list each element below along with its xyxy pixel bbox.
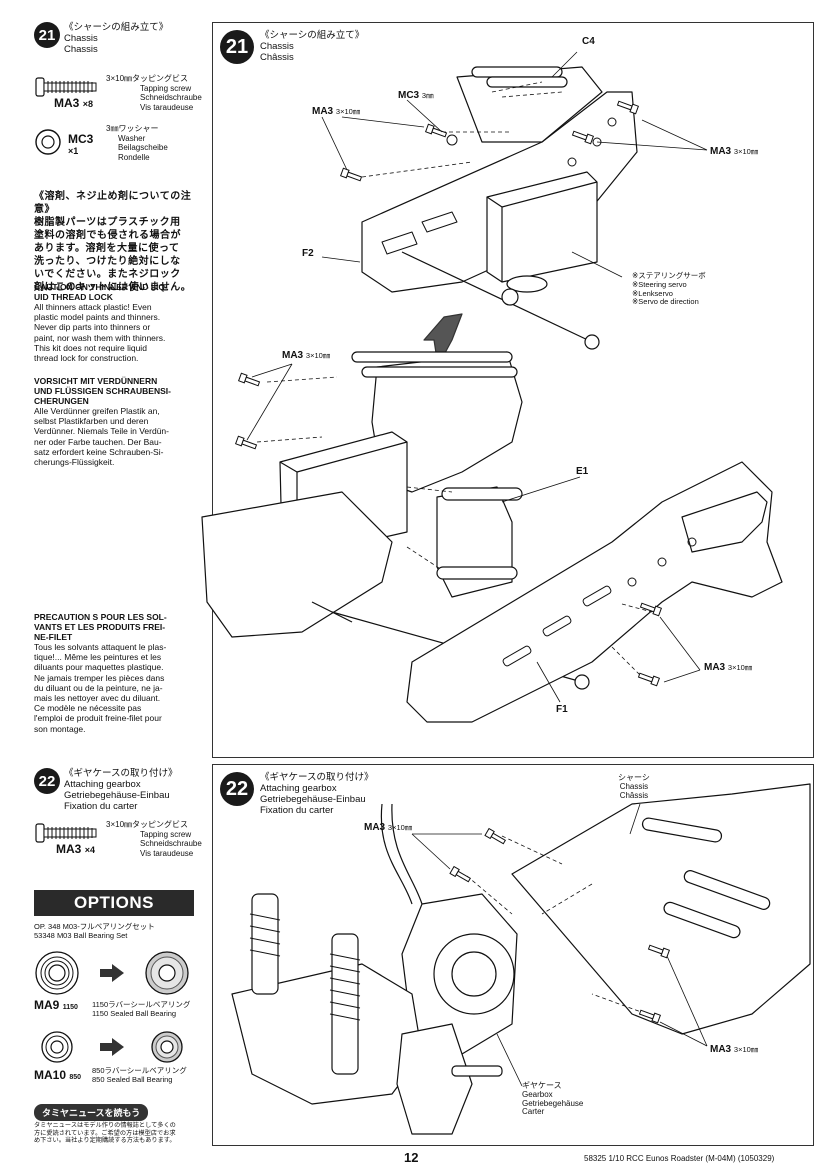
options-heading: OPTIONS [34,890,194,916]
gearbox-assembly-illustration [231,783,811,1135]
news-tag: タミヤニュースを読もう [34,1104,149,1121]
warning-en: CAUTION ON THINNER AND LIQ- UID THREAD L… [34,282,168,364]
label-c4: C4 [582,36,595,47]
part-mc3-qty: ×1 [68,146,79,156]
step-21-badge: 21 [34,22,60,48]
diagram-22-badge: 22 [220,772,254,806]
part-mc3-name: MC3 ×1 [68,132,94,156]
screw-icon [35,77,97,97]
step-21-title-en: Chassis [64,33,98,44]
chassis-callout: シャーシ Chassis Châssis [618,773,650,800]
label-f2: F2 [302,248,314,259]
page-number: 12 [404,1150,419,1165]
part-ma3-name: MA3 ×8 [54,96,93,110]
bearing-shield-icon [41,1031,73,1063]
step-21-title-jp: 《シャーシの組み立て》 [64,22,169,33]
bearing-sealed-icon [145,951,189,995]
news-text: タミヤニュースはモデル作りの情報誌として多くの 方に愛読されています。ご希望の方… [34,1122,176,1145]
footer-code: 58325 1/10 RCC Eunos Roadster (M-04M) (1… [584,1154,775,1163]
options-item: OP. 348 M03-フルベアリングセット 53348 M03 Ball Be… [34,922,155,940]
part-ma3-step22-desc: 3×10㎜タッピングビス Tapping screw Schneidschrau… [106,820,202,858]
warning-fr: PRECAUTION S POUR LES SOL- VANTS ET LES … [34,612,167,734]
step-22-badge: 22 [34,768,60,794]
bearing-sealed-icon [151,1031,183,1063]
diagram-21-title: 《シャーシの組み立て》 Chassis Châssis [260,30,365,63]
label-e1: E1 [576,466,589,477]
label-ma3-gearbox-left: MA3 3×10㎜ [364,822,413,833]
servo-callout: ※ステアリングサーボ ※Steering servo ※Lenkservo ※S… [632,271,706,307]
bearing-ma9-name: MA9 1150 [34,998,78,1012]
diagram-21-badge: 21 [220,30,254,64]
arrow-right-icon [100,964,124,982]
arrow-right-icon [100,1038,124,1056]
label-f1: F1 [556,704,568,715]
step-22-title: 《ギヤケースの取り付け》 Attaching gearbox Getriebeg… [64,768,178,812]
bearing-shield-icon [35,951,79,995]
label-ma3-bottom: MA3 3×10㎜ [704,662,753,673]
washer-icon [35,129,61,155]
part-ma3-qty: ×8 [82,99,93,109]
warning-jp: 《溶剤、ネジ止め剤についての注意》 樹脂製パーツはプラスチック用 塗料の溶剤でも… [34,191,192,293]
label-ma3-gearbox-right: MA3 3×10㎜ [710,1044,759,1055]
step-21-title: 《シャーシの組み立て》 Chassis Chassis [64,22,168,55]
chassis-assembly-illustration [201,51,783,723]
part-ma3-step22-name: MA3 ×4 [56,842,95,856]
label-ma3-mid: MA3 3×10㎜ [282,350,331,361]
label-ma3-top-right: MA3 3×10㎜ [710,146,759,157]
part-ma3-desc: 3×10㎜タッピングビス Tapping screw Schneidschrau… [106,74,202,112]
bearing-ma10-desc: 850ラバーシールベアリング 850 Sealed Ball Bearing [92,1066,187,1084]
diagram-22-title: 《ギヤケースの取り付け》 Attaching gearbox Getriebeg… [260,772,374,816]
step-21-title-de: Chassis [64,44,98,55]
label-mc3: MC3 3㎜ [398,90,434,101]
screw-icon [35,823,97,843]
bearing-ma9-desc: 1150ラバーシールベアリング 1150 Sealed Ball Bearing [92,1000,191,1018]
label-ma3-top-left: MA3 3×10㎜ [312,106,361,117]
bearing-ma10-name: MA10 850 [34,1068,82,1082]
gearbox-callout: ギヤケース Gearbox Getriebegehäuse Carter [522,1081,584,1117]
part-mc3-desc: 3㎜ワッシャー Washer Beilagscheibe Rondelle [106,124,168,162]
warning-de: VORSICHT MIT VERDÜNNERN UND FLÜSSIGEN SC… [34,376,171,468]
